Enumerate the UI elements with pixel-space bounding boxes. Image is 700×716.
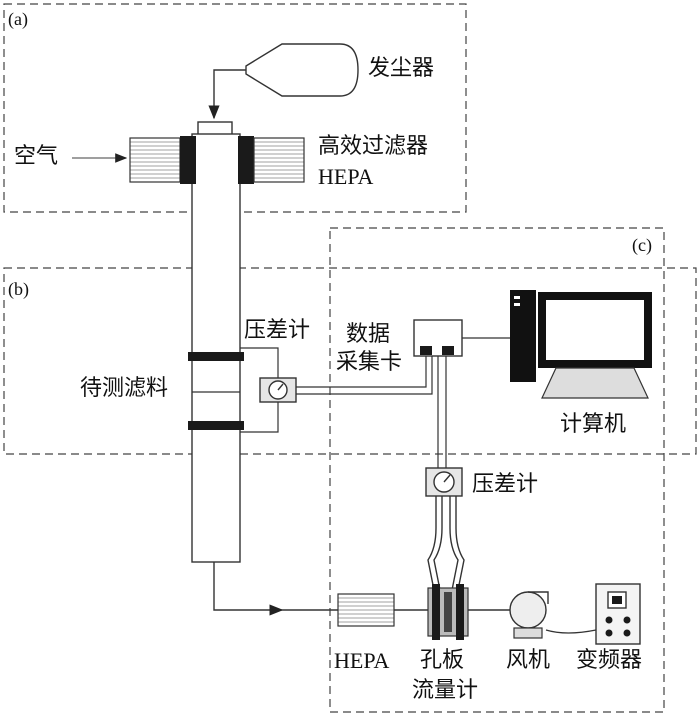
orifice-flowmeter (427, 584, 469, 640)
dust-generator-label: 发尘器 (368, 56, 435, 81)
daq-port-right (442, 346, 454, 355)
air-label: 空气 (14, 144, 59, 169)
gauge-top-to-daq-2 (296, 356, 433, 395)
fan-label: 风机 (506, 648, 551, 673)
pressure-gauge-top (259, 377, 297, 403)
inverter-label: 变频器 (576, 648, 643, 673)
pressure-gauge-top-label: 压差计 (244, 318, 311, 343)
computer-tower (510, 290, 536, 382)
pressure-gauge-bottom (425, 467, 463, 497)
tube-left (427, 496, 437, 591)
test-column (191, 133, 241, 563)
exhaust-line (213, 562, 284, 616)
daq-port-left (420, 346, 432, 355)
region-b-box (3, 267, 697, 455)
hepa-right (253, 137, 305, 183)
hepa-left (129, 137, 181, 183)
hepa-bottom-label: HEPA (334, 648, 390, 673)
inverter-box (595, 583, 641, 645)
filter-clamp-bottom (188, 421, 244, 430)
tube-right (449, 496, 459, 591)
tube-right-inner (455, 496, 465, 591)
region-c-label: (c) (632, 235, 652, 255)
daq-label-line2: 采集卡 (336, 350, 403, 375)
hepa-bottom (337, 593, 395, 627)
hepa-left-seal (180, 136, 196, 184)
tap-lower (240, 400, 279, 433)
tube-left-inner (433, 496, 443, 591)
orifice-label-line2: 流量计 (412, 678, 479, 703)
fan-shape (509, 591, 549, 639)
hepa-filter-label-en: HEPA (318, 164, 374, 189)
hepa-filter-label-cn: 高效过滤器 (318, 134, 429, 159)
computer-monitor (538, 292, 652, 399)
pressure-gauge-bottom-label: 压差计 (472, 472, 539, 497)
region-b-label: (b) (8, 279, 29, 299)
filter-clamp-top (188, 352, 244, 361)
computer-label: 计算机 (560, 412, 627, 437)
dust-generator-shape (245, 43, 359, 97)
hepa-right-seal (238, 136, 254, 184)
gauge-top-to-daq-1 (296, 356, 427, 388)
region-c-box (329, 227, 665, 713)
test-filter-label: 待测滤料 (80, 376, 169, 401)
dust-feed-line (208, 69, 246, 120)
tap-upper (240, 347, 279, 380)
region-a-label: (a) (8, 9, 28, 29)
daq-label-line1: 数据 (346, 322, 391, 347)
fan-to-inverter-cable (545, 629, 597, 634)
orifice-label-line1: 孔板 (420, 648, 465, 673)
